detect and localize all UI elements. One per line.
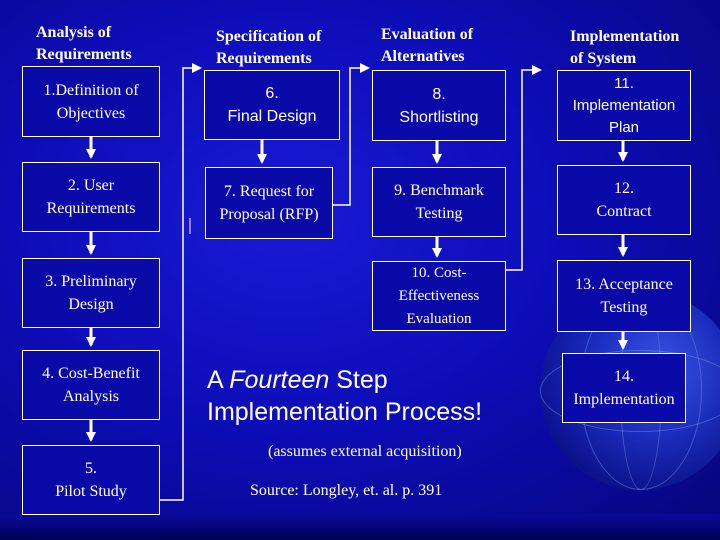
globe-parallel: [540, 350, 720, 432]
step-7-box: 7. Request for Proposal (RFP): [205, 167, 333, 239]
step-12-box: 12. Contract: [557, 165, 691, 235]
footer-band: [0, 514, 720, 540]
acquisition-note: (assumes external acquisition): [268, 443, 462, 460]
step-10-box: 10. Cost- Effectiveness Evaluation: [372, 261, 506, 331]
heading-evaluation: Evaluation of Alternatives: [381, 26, 474, 65]
title-rest: Step: [329, 366, 388, 394]
link-10-11: [506, 65, 542, 271]
step-11-box: 11. Implementation Plan: [557, 70, 691, 141]
title-emphasis: Fourteen: [229, 366, 330, 394]
step-9-box: 9. Benchmark Testing: [372, 167, 506, 237]
step-13-box: 13. Acceptance Testing: [557, 260, 691, 332]
step-1-box: 1.Definition of Objectives: [22, 66, 160, 137]
link-5-6: [160, 63, 202, 501]
diagram-title: A Fourteen Step Implementation Process!: [207, 364, 482, 428]
link-7-8: [333, 63, 370, 206]
heading-analysis: Analysis of Requirements: [36, 24, 132, 63]
step-14-box: 14. Implementation: [562, 353, 686, 423]
title-line2: Implementation Process!: [207, 398, 483, 426]
heading-implementation: Implementation of System: [570, 28, 680, 67]
source-citation: Source: Longley, et. al. p. 391: [250, 482, 443, 499]
step-8-box: 8. Shortlisting: [372, 70, 506, 141]
heading-specification: Specification of Requirements: [216, 28, 322, 67]
step-6-box: 6. Final Design: [204, 70, 340, 140]
step-3-box: 3. Preliminary Design: [22, 258, 160, 328]
step-5-box: 5. Pilot Study: [22, 445, 160, 515]
title-prefix: A: [207, 366, 230, 394]
step-2-box: 2. User Requirements: [22, 162, 160, 232]
step-4-box: 4. Cost-Benefit Analysis: [22, 350, 160, 420]
